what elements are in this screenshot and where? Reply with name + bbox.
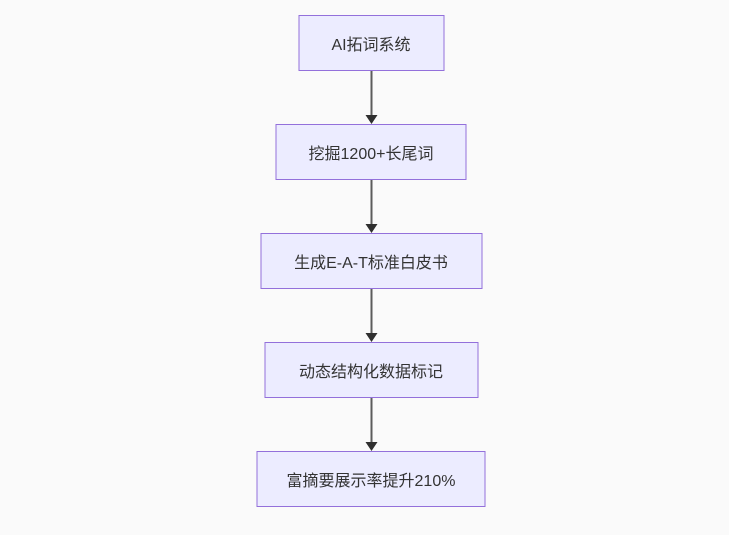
edge-line [370, 71, 372, 116]
edge-line [370, 289, 372, 334]
flow-node-label: 富摘要展示率提升210% [286, 473, 456, 490]
flow-edge-2 [364, 180, 378, 233]
flow-node-label: 动态结构化数据标记 [298, 364, 443, 381]
flow-node-label: 生成E-A-T标准白皮书 [294, 255, 448, 272]
flow-node-rich-snippet-result: 富摘要展示率提升210% [256, 451, 486, 507]
edge-line [370, 398, 372, 443]
edge-line [370, 180, 372, 225]
arrow-down-icon [365, 442, 377, 451]
arrow-down-icon [365, 333, 377, 342]
flow-node-eat-whitepaper: 生成E-A-T标准白皮书 [260, 233, 482, 289]
flow-edge-1 [364, 71, 378, 124]
flow-node-label: AI拓词系统 [331, 37, 411, 54]
flowchart-canvas: AI拓词系统 挖掘1200+长尾词 生成E-A-T标准白皮书 动态结构化数据标记… [256, 15, 486, 507]
flow-node-structured-data: 动态结构化数据标记 [264, 342, 478, 398]
flow-node-label: 挖掘1200+长尾词 [308, 146, 434, 163]
flow-node-longtail-mining: 挖掘1200+长尾词 [275, 124, 467, 180]
flow-edge-3 [364, 289, 378, 342]
arrow-down-icon [365, 224, 377, 233]
arrow-down-icon [365, 115, 377, 124]
flow-edge-4 [364, 398, 378, 451]
flow-node-ai-word-system: AI拓词系统 [298, 15, 444, 71]
